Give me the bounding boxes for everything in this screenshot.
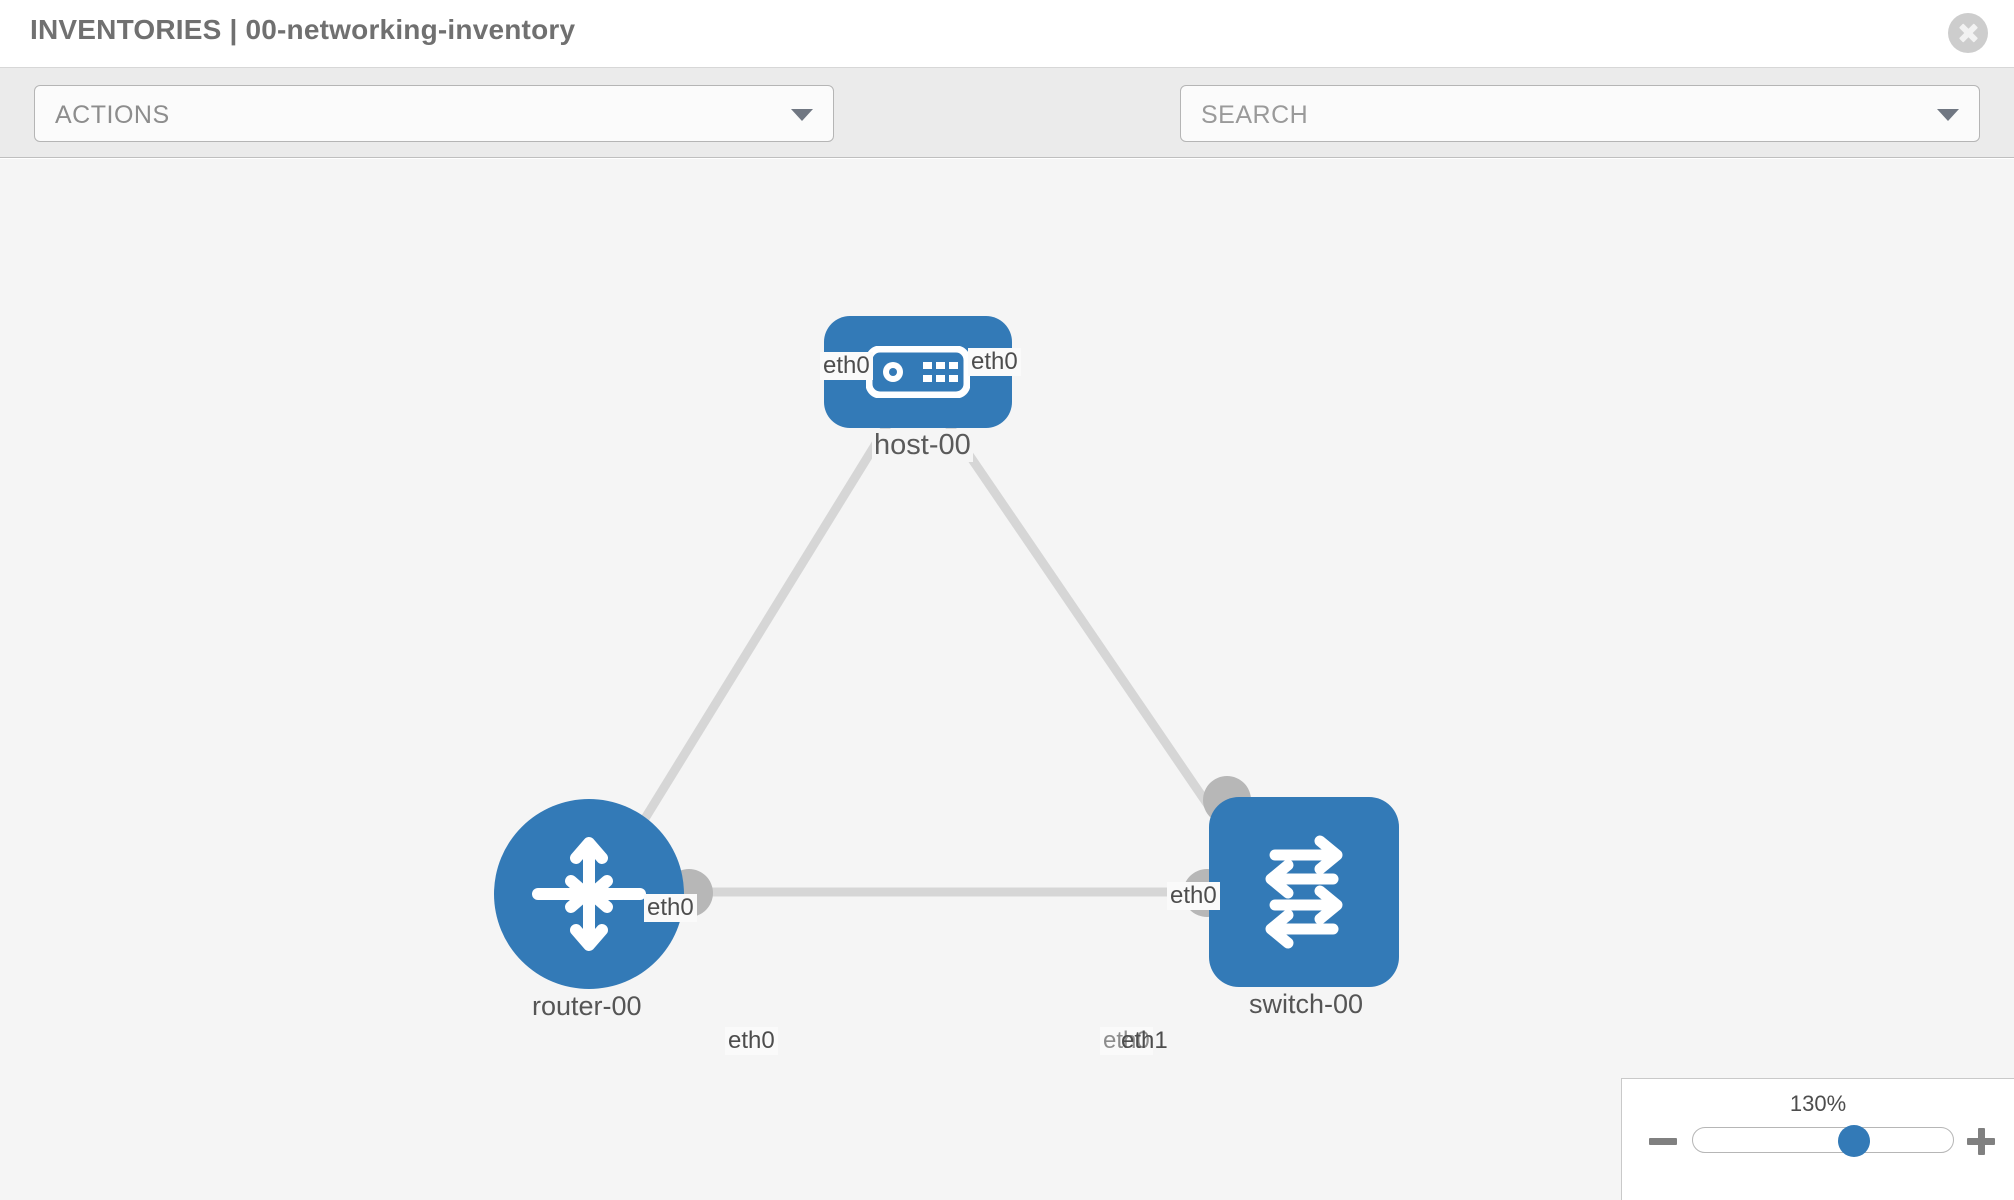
chevron-down-icon xyxy=(1937,109,1959,121)
page-header: INVENTORIES | 00-networking-inventory xyxy=(0,0,2014,68)
topology-links xyxy=(616,421,1242,897)
iface-label-switch-left: eth1 xyxy=(1121,1027,1168,1054)
four-arrows-router-icon xyxy=(532,837,646,951)
node-host-00-label: host-00 xyxy=(872,429,973,462)
node-router-00-label: router-00 xyxy=(530,991,644,1022)
iface-label-switch-left-overlapped: eth0 xyxy=(1100,1027,1153,1055)
topology-canvas[interactable]: host-00 xyxy=(0,159,2014,1200)
zoom-out-button[interactable] xyxy=(1646,1125,1680,1159)
page-title: INVENTORIES | 00-networking-inventory xyxy=(30,14,576,45)
actions-dropdown-label: ACTIONS xyxy=(55,101,170,129)
node-switch-00-label: switch-00 xyxy=(1247,989,1366,1020)
iface-label-router-right: eth0 xyxy=(725,1027,778,1055)
node-switch-00-shape xyxy=(1209,797,1399,987)
search-input[interactable]: SEARCH xyxy=(1180,85,1980,142)
actions-dropdown[interactable]: ACTIONS xyxy=(34,85,834,142)
toolbar: ACTIONS SEARCH xyxy=(0,68,2014,198)
iface-label-router-upper: eth0 xyxy=(644,894,697,922)
zoom-slider[interactable] xyxy=(1692,1125,1954,1157)
close-icon[interactable] xyxy=(1948,13,1988,53)
link-host-router xyxy=(616,421,892,862)
zoom-in-button[interactable] xyxy=(1964,1125,1998,1159)
zoom-slider-thumb[interactable] xyxy=(1838,1125,1870,1157)
link-host-switch xyxy=(944,421,1242,852)
iface-label-host-left: eth0 xyxy=(820,352,873,380)
zoom-control-panel: 130% xyxy=(1621,1078,2014,1200)
node-host-00-shape xyxy=(824,316,1012,428)
plus-icon-vertical xyxy=(1977,1128,1985,1155)
bidirectional-arrows-switch-icon xyxy=(1265,835,1343,949)
iface-label-switch-upper: eth0 xyxy=(1167,882,1220,910)
minus-icon xyxy=(1649,1138,1677,1145)
zoom-level-value: 130% xyxy=(1789,1091,1847,1116)
server-appliance-icon xyxy=(866,346,970,398)
iface-label-host-right: eth0 xyxy=(968,348,1021,376)
chevron-down-icon xyxy=(791,109,813,121)
search-input-placeholder: SEARCH xyxy=(1201,101,1309,129)
